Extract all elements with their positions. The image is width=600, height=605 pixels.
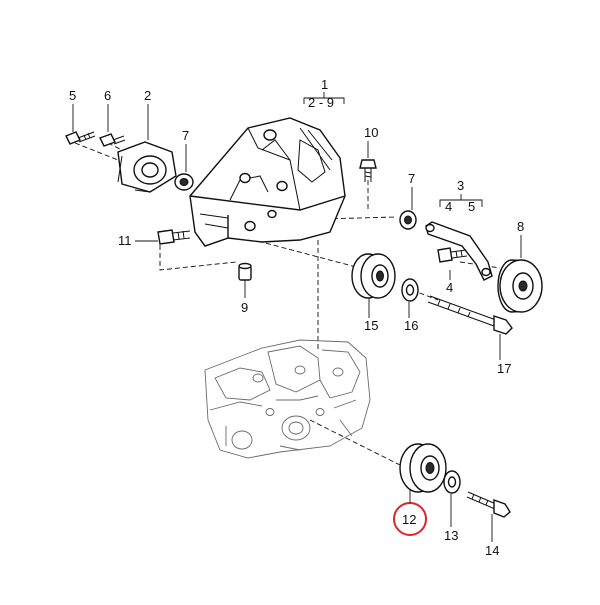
label-12: 12 <box>402 512 416 527</box>
washer-13 <box>443 470 461 494</box>
label-7-top: 7 <box>182 128 189 143</box>
label-9: 9 <box>241 300 248 315</box>
label-6: 6 <box>104 88 111 103</box>
sleeve-9 <box>238 262 252 281</box>
bracket-1 <box>303 92 345 104</box>
label-14: 14 <box>485 543 499 558</box>
label-16: 16 <box>404 318 418 333</box>
label-4-bottom: 4 <box>446 280 453 295</box>
pulley-15 <box>351 253 396 299</box>
pulley-2 <box>117 141 177 193</box>
bolt-10 <box>359 159 377 182</box>
label-11: 11 <box>118 233 132 248</box>
tensioner-arm-3 <box>425 221 493 281</box>
label-15: 15 <box>364 318 378 333</box>
washer-16 <box>401 278 419 302</box>
bolt-4 <box>437 247 468 263</box>
pulley-8 <box>497 259 543 313</box>
leader-lines <box>72 104 522 542</box>
label-13: 13 <box>444 528 458 543</box>
label-17: 17 <box>497 361 511 376</box>
label-3: 3 <box>457 178 464 193</box>
bolt-17 <box>427 295 513 335</box>
pulley-12 <box>399 443 447 493</box>
label-7-right: 7 <box>408 171 415 186</box>
bolt-14 <box>466 491 511 518</box>
bracket-3 <box>439 194 483 207</box>
label-2-9: 2 - 9 <box>308 95 334 110</box>
washer-7-top <box>174 173 194 191</box>
bolt-6 <box>99 133 126 147</box>
bolt-11 <box>157 229 191 245</box>
label-1: 1 <box>321 77 328 92</box>
engine-block <box>204 339 371 459</box>
label-5-sub: 5 <box>468 199 475 214</box>
bolt-5 <box>65 131 96 145</box>
label-10: 10 <box>364 125 378 140</box>
label-2: 2 <box>144 88 151 103</box>
label-8: 8 <box>517 219 524 234</box>
label-5-top: 5 <box>69 88 76 103</box>
alignment-lines <box>74 142 501 466</box>
label-group: 1 2 - 9 5 6 2 7 10 7 3 4 5 8 11 9 4 15 1… <box>69 77 524 558</box>
bracket-1-assembly <box>189 117 346 247</box>
washer-7-right <box>399 210 417 230</box>
label-4-sub: 4 <box>445 199 452 214</box>
